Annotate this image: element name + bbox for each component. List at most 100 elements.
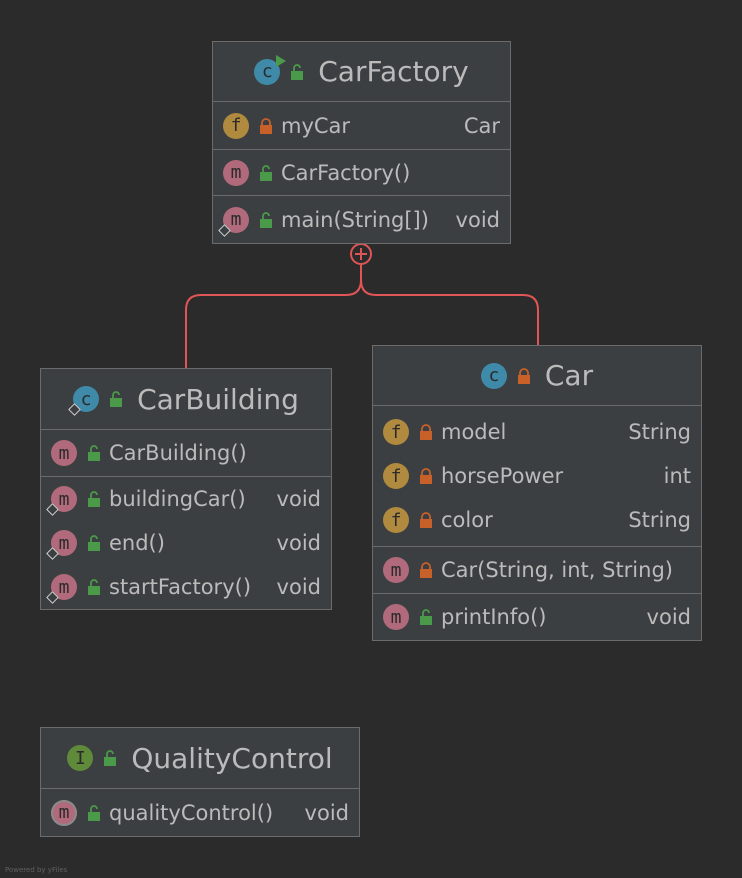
constructors-section: m Car(String, int, String) <box>373 547 701 594</box>
method-icon: m <box>51 440 77 466</box>
method-type: void <box>276 487 321 511</box>
method-type: void <box>276 575 321 599</box>
run-icon <box>276 54 287 67</box>
field-name: color <box>441 508 493 532</box>
field-type: int <box>663 464 691 488</box>
method-row[interactable]: m printInfo() void <box>373 594 701 640</box>
field-type: String <box>628 508 691 532</box>
constructor-row[interactable]: m CarBuilding() <box>41 430 331 476</box>
method-type: void <box>276 531 321 555</box>
class-title: CarFactory <box>318 55 469 88</box>
interface-title: QualityControl <box>131 741 333 775</box>
class-node-car[interactable]: c Car f model String f horsePower int f … <box>372 345 702 641</box>
field-type: String <box>628 420 691 444</box>
field-name: model <box>441 420 507 444</box>
class-header: c CarBuilding <box>41 369 331 430</box>
constructors-section: m CarFactory() <box>213 150 510 196</box>
method-icon: m <box>46 574 77 604</box>
field-row[interactable]: f myCar Car <box>213 102 510 149</box>
abstract-method-icon: m <box>51 799 77 826</box>
constructor-row[interactable]: m CarFactory() <box>213 150 510 195</box>
field-icon: f <box>383 419 409 445</box>
fields-section: f myCar Car <box>213 102 510 150</box>
static-icon <box>218 223 231 237</box>
method-row[interactable]: m end() void <box>41 521 331 565</box>
methods-section: m printInfo() void <box>373 594 701 640</box>
method-row[interactable]: m qualityControl() void <box>41 789 359 836</box>
interface-header: I QualityControl <box>41 728 359 789</box>
static-icon <box>46 547 59 560</box>
private-visibility-icon <box>517 367 530 384</box>
method-icon: m <box>46 530 77 560</box>
public-visibility-icon <box>88 491 100 507</box>
static-icon <box>46 503 59 516</box>
static-icon <box>68 403 81 416</box>
private-visibility-icon <box>420 468 432 484</box>
class-node-carfactory[interactable]: c CarFactory f myCar Car m CarFactory() … <box>212 41 511 244</box>
method-icon: m <box>218 206 249 237</box>
public-visibility-icon <box>420 609 432 625</box>
method-row[interactable]: m buildingCar() void <box>41 477 331 521</box>
nesting-edge-carbuilding <box>185 265 362 368</box>
fields-section: f model String f horsePower int f color … <box>373 406 701 547</box>
private-visibility-icon <box>420 562 432 578</box>
class-header: c CarFactory <box>213 42 510 102</box>
public-visibility-icon <box>88 579 100 595</box>
field-name: horsePower <box>441 464 564 488</box>
field-row[interactable]: f model String <box>373 410 701 454</box>
public-visibility-icon <box>88 804 100 821</box>
field-row[interactable]: f color String <box>373 498 701 542</box>
class-icon: c <box>254 54 287 85</box>
method-name: qualityControl() <box>109 800 274 825</box>
constructor-name: CarBuilding() <box>109 441 247 465</box>
nesting-plus-icon <box>350 243 372 265</box>
interface-icon: I <box>67 745 94 771</box>
public-visibility-icon <box>88 535 100 551</box>
field-icon: f <box>223 112 249 139</box>
constructor-name: CarFactory() <box>281 160 411 185</box>
public-visibility-icon <box>110 391 123 407</box>
public-visibility-icon <box>260 164 272 181</box>
methods-section: m qualityControl() void <box>41 789 359 836</box>
method-type: void <box>455 207 500 232</box>
nesting-edge-car <box>360 265 539 346</box>
constructors-section: m CarBuilding() <box>41 430 331 477</box>
private-visibility-icon <box>420 512 432 528</box>
public-visibility-icon <box>104 750 117 766</box>
method-icon: m <box>383 604 409 630</box>
yfiles-credit: Powered by yFiles <box>5 866 68 874</box>
field-row[interactable]: f horsePower int <box>373 454 701 498</box>
private-visibility-icon <box>260 117 272 134</box>
class-icon: c <box>68 386 100 416</box>
constructor-name: Car(String, int, String) <box>441 558 673 582</box>
field-type: Car <box>463 113 500 138</box>
method-type: void <box>646 605 691 629</box>
method-type: void <box>304 800 349 825</box>
field-icon: f <box>383 507 409 533</box>
method-icon: m <box>223 159 249 186</box>
field-name: myCar <box>281 113 351 138</box>
interface-node-qualitycontrol[interactable]: I QualityControl m qualityControl() void <box>40 727 360 837</box>
method-name: printInfo() <box>441 605 547 629</box>
method-icon: m <box>46 486 77 516</box>
constructor-row[interactable]: m Car(String, int, String) <box>373 547 701 593</box>
method-row[interactable]: m main(String[]) void <box>213 196 510 243</box>
method-name: end() <box>109 531 165 555</box>
method-icon: m <box>383 557 409 583</box>
class-title: CarBuilding <box>137 382 299 416</box>
method-name: startFactory() <box>109 575 252 599</box>
methods-section: m main(String[]) void <box>213 196 510 243</box>
class-icon: c <box>480 362 507 389</box>
method-name: main(String[]) <box>281 207 429 232</box>
class-node-carbuilding[interactable]: c CarBuilding m CarBuilding() m building… <box>40 368 332 610</box>
public-visibility-icon <box>88 445 100 461</box>
class-title: Car <box>544 359 594 392</box>
methods-section: m buildingCar() void m end() void m star… <box>41 477 331 609</box>
field-icon: f <box>383 463 409 489</box>
method-row[interactable]: m startFactory() void <box>41 565 331 609</box>
static-icon <box>46 591 59 604</box>
method-name: buildingCar() <box>109 487 246 511</box>
public-visibility-icon <box>291 63 304 80</box>
public-visibility-icon <box>260 211 272 228</box>
